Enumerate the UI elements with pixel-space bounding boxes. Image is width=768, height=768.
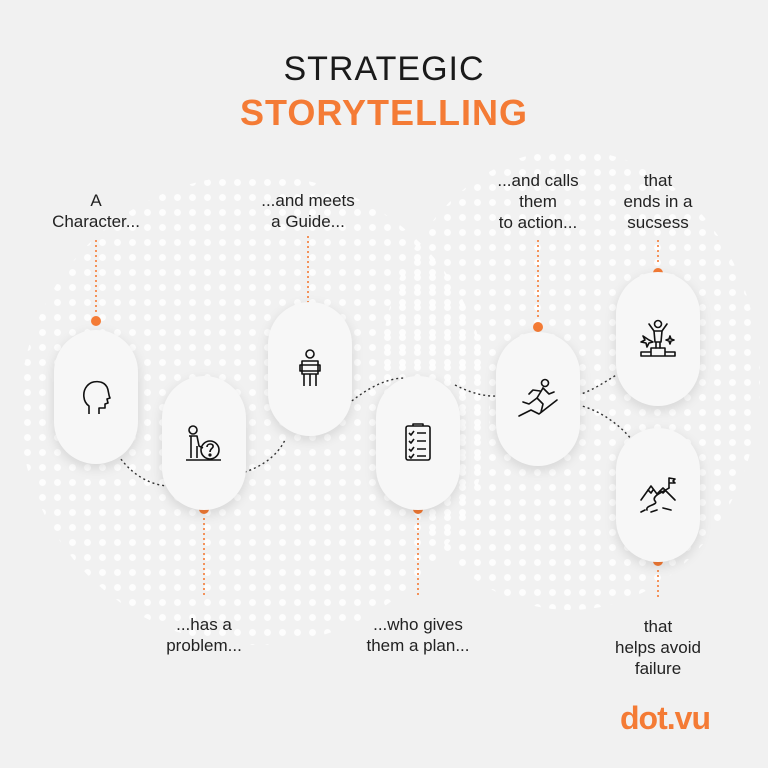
step-3-card	[268, 302, 352, 436]
label-step-2: ...has a problem...	[166, 615, 242, 655]
step-7-card	[616, 428, 700, 562]
step-6-card	[616, 272, 700, 406]
guide-person-icon	[299, 349, 321, 386]
running-person-icon	[518, 378, 558, 417]
step-2-card	[162, 376, 246, 510]
step-5-card	[496, 332, 580, 466]
person-with-problem-ball-icon	[186, 425, 221, 461]
curve-3-4	[347, 377, 406, 405]
step-4-card	[376, 376, 460, 510]
title-line-2: STORYTELLING	[239, 92, 528, 133]
curve-5-7	[577, 404, 633, 441]
step-1-card	[54, 330, 138, 464]
title-line-1: STRATEGIC	[283, 50, 485, 88]
curve-5-6	[577, 369, 626, 396]
head-icon	[83, 380, 111, 414]
label-step-1: A Character...	[52, 191, 140, 231]
dot-step-5	[533, 322, 543, 332]
mountain-path-icon	[640, 477, 676, 513]
label-step-3: ...and meets a Guide...	[261, 191, 355, 231]
winner-podium-icon	[640, 319, 676, 357]
label-step-6: that ends in a sucsess	[623, 171, 693, 232]
label-step-5: ...and calls them to action...	[497, 171, 579, 232]
dotvu-logo: dot.vu	[620, 700, 711, 736]
dot-step-1	[91, 316, 101, 326]
label-step-4: ...who gives them a plan...	[366, 615, 470, 655]
checklist-icon	[405, 423, 431, 461]
label-step-7: that helps avoid failure	[614, 617, 701, 678]
